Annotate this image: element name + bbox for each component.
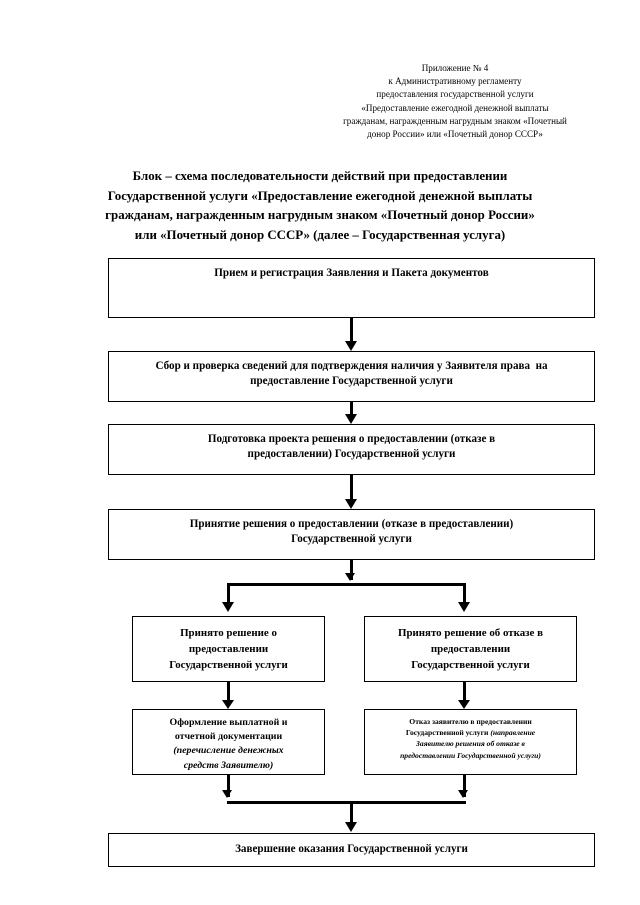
- arrowhead-payment-merge-icon: [222, 790, 232, 798]
- connector-refused-to-refusal: [463, 682, 466, 702]
- connector-payment-merge-drop: [227, 775, 230, 797]
- flow-box-payment-documentation-text: Оформление выплатной и отчетной документ…: [133, 716, 324, 773]
- arrowhead-verify-to-draft-icon: [345, 414, 357, 424]
- connector-split-left-drop: [227, 583, 230, 607]
- flow-box-verify-text: Сбор и проверка сведений для подтвержден…: [109, 359, 594, 390]
- flow-box-refusal-notification-line-3: Заявителю решения об отказе в: [416, 739, 525, 749]
- arrowhead-draft-to-decision-icon: [345, 499, 357, 509]
- flow-box-decision-refused-line-3: Государственной услуги: [411, 659, 530, 672]
- flow-box-decision-approved-line-2: предоставлении: [188, 643, 269, 656]
- arrowhead-decision-split-icon: [345, 573, 355, 581]
- header-line-1: Приложение № 4: [421, 63, 489, 73]
- flow-box-verify: Сбор и проверка сведений для подтвержден…: [108, 351, 595, 402]
- connector-refusal-merge-drop: [463, 775, 466, 797]
- flow-box-draft-decision: Подготовка проекта решения о предоставле…: [108, 424, 595, 475]
- title-line-1: Блок – схема последовательности действий…: [132, 169, 508, 183]
- header-line-2: к Административному регламенту: [388, 76, 522, 87]
- flow-box-completion: Завершение оказания Государственной услу…: [108, 833, 595, 867]
- header-line-5: гражданам, награжденным нагрудным знаком…: [343, 115, 567, 126]
- flow-box-completion-text: Завершение оказания Государственной услу…: [109, 842, 594, 857]
- header-line-4: «Предоставление ежегодной денежной выпла…: [361, 102, 549, 113]
- connector-split-horizontal: [227, 583, 466, 586]
- flow-box-payment-documentation-line-3: (перечисление денежных: [173, 745, 284, 757]
- page-title: Блок – схема последовательности действий…: [46, 167, 594, 245]
- flow-box-decision-approved: Принято решение о предоставлении Государ…: [132, 616, 325, 682]
- flow-box-decision-refused-text: Принято решение об отказе в предоставлен…: [365, 625, 576, 674]
- flow-box-draft-decision-text: Подготовка проекта решения о предоставле…: [109, 432, 594, 463]
- flow-box-verify-line-2: предоставление Государственной услуги: [250, 375, 453, 388]
- title-line-2: Государственной услуги «Предоставление е…: [107, 188, 533, 203]
- flow-box-refusal-notification: Отказ заявителю в предоставлении Государ…: [364, 709, 577, 775]
- arrowhead-refusal-merge-icon: [458, 790, 468, 798]
- arrowhead-merge-to-final-icon: [345, 822, 357, 832]
- arrowhead-approved-to-payment-icon: [222, 700, 234, 709]
- connector-draft-to-decision: [350, 475, 353, 503]
- title-line-4: или «Почетный донор СССР» (далее – Госуд…: [134, 227, 506, 242]
- flow-box-completion-line-1: Завершение оказания Государственной услу…: [235, 843, 468, 855]
- refusal-line2-bold-part: Государственной услуги: [405, 728, 491, 738]
- header-line-6: донор России» или «Почетный донор СССР»: [367, 129, 543, 140]
- refusal-line2-italic-part: (направление: [490, 728, 536, 738]
- connector-approved-to-payment: [227, 682, 230, 702]
- flow-box-decision-refused-line-2: предоставлении: [430, 643, 511, 656]
- connector-decision-split-stem: [350, 560, 353, 580]
- flow-box-payment-documentation: Оформление выплатной и отчетной документ…: [132, 709, 325, 775]
- flow-box-decision-text: Принятие решения о предоставлении (отказ…: [109, 517, 594, 548]
- flow-box-intake-line-1: Прием и регистрация Заявления и Пакета д…: [214, 267, 489, 279]
- flow-box-draft-decision-line-1: Подготовка проекта решения о предоставле…: [207, 433, 496, 445]
- appendix-reference-header: Приложение № 4 к Административному регла…: [290, 62, 620, 141]
- flow-box-refusal-notification-line-4: предоставлении Государственной услуги): [400, 750, 541, 760]
- connector-intake-to-verify: [350, 318, 353, 345]
- connector-verify-to-draft: [350, 402, 353, 418]
- flow-box-decision-line-1: Принятие решения о предоставлении (отказ…: [189, 518, 514, 530]
- flow-box-verify-line-1: Сбор и проверка сведений для подтвержден…: [155, 360, 548, 372]
- flow-box-decision-refused: Принято решение об отказе в предоставлен…: [364, 616, 577, 682]
- flow-box-intake-text: Прием и регистрация Заявления и Пакета д…: [109, 266, 594, 281]
- title-line-3: гражданам, награжденным нагрудным знаком…: [105, 208, 535, 223]
- flow-box-payment-documentation-line-1: Оформление выплатной и: [169, 717, 288, 728]
- flow-box-decision-approved-line-1: Принято решение о: [180, 627, 277, 639]
- flow-box-decision-refused-line-1: Принято решение об отказе в: [397, 627, 543, 639]
- arrowhead-split-right-icon: [458, 602, 470, 612]
- arrowhead-split-left-icon: [222, 602, 234, 612]
- flow-box-draft-decision-line-2: предоставлении) Государственной услуги: [247, 448, 456, 461]
- flow-box-decision: Принятие решения о предоставлении (отказ…: [108, 509, 595, 560]
- header-line-3: предоставления государственной услуги: [376, 89, 534, 100]
- flow-box-intake: Прием и регистрация Заявления и Пакета д…: [108, 258, 595, 318]
- flow-box-decision-line-2: Государственной услуги: [291, 533, 412, 546]
- flow-box-refusal-notification-line-2: Государственной услуги (направление: [371, 727, 570, 738]
- flow-box-payment-documentation-line-2: отчетной документации: [174, 731, 283, 743]
- connector-merge-horizontal: [227, 801, 466, 804]
- connector-merge-to-final: [350, 801, 353, 827]
- flow-box-decision-approved-line-3: Государственной услуги: [169, 659, 288, 672]
- flow-box-payment-documentation-line-4: средств Заявителю): [183, 759, 274, 771]
- flow-box-refusal-notification-line-1: Отказ заявителю в предоставлении: [409, 717, 532, 726]
- arrowhead-intake-to-verify-icon: [345, 341, 357, 351]
- arrowhead-refused-to-refusal-icon: [458, 700, 470, 709]
- flow-box-refusal-notification-text: Отказ заявителю в предоставлении Государ…: [365, 716, 576, 761]
- connector-split-right-drop: [463, 583, 466, 607]
- flow-box-decision-approved-text: Принято решение о предоставлении Государ…: [133, 625, 324, 674]
